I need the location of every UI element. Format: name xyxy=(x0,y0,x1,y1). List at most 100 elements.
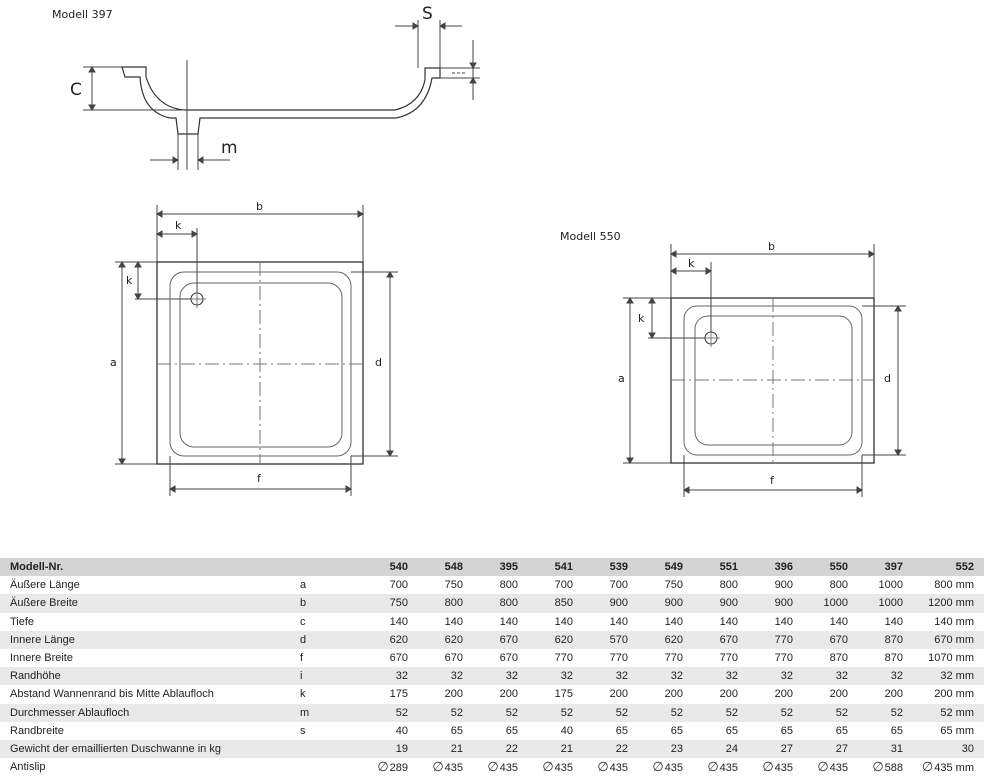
row-label: Randhöhe xyxy=(10,670,61,683)
cell-value: 850 xyxy=(554,597,573,610)
table-cell: 19 xyxy=(340,740,412,758)
dim-label-k-left-vertical: k xyxy=(126,274,133,287)
table-cell: 52 xyxy=(687,704,742,722)
cell-value: 435 xyxy=(554,762,573,775)
table-cell: 32 xyxy=(687,667,742,685)
table-cell: 32 xyxy=(412,667,467,685)
cell-value: 670 xyxy=(829,633,848,646)
cell-value: 65 xyxy=(835,724,848,737)
cell-value: 52 mm xyxy=(940,706,974,719)
cell-value: 140 mm xyxy=(934,615,974,628)
table-cell: 140 xyxy=(522,613,577,631)
cell-value: 770 xyxy=(774,652,793,665)
dim-label-c: C xyxy=(70,80,82,100)
cell-value: 32 xyxy=(505,670,518,683)
cell-value: 750 xyxy=(664,579,683,592)
cell-value: 800 xyxy=(444,597,463,610)
table-cell: 670 xyxy=(340,649,412,667)
table-cell: 65 xyxy=(632,722,687,740)
cell-value: 750 xyxy=(389,597,408,610)
table-cell: ∅435 xyxy=(632,758,687,776)
cell-value: 435 xyxy=(719,762,738,775)
cell-value: 870 xyxy=(829,652,848,665)
cell-value: 140 xyxy=(774,615,793,628)
table-cell: 620 xyxy=(412,631,467,649)
row-symbol: d xyxy=(300,633,307,646)
model-397-label: Modell 397 xyxy=(52,8,113,21)
table-cell: 65 xyxy=(412,722,467,740)
cell-value: 24 xyxy=(725,742,738,755)
table-cell: 32 xyxy=(797,667,852,685)
row-symbol: b xyxy=(300,597,307,610)
cell-value: 19 xyxy=(395,742,408,755)
table-cell: 140 xyxy=(632,613,687,631)
dim-label-b-left: b xyxy=(256,200,263,213)
cell-value: 32 xyxy=(615,670,628,683)
header-model-0: 540 xyxy=(389,561,408,574)
cell-value: 27 xyxy=(780,742,793,755)
table-cell: 1200 mm xyxy=(907,594,984,612)
cell-value: 200 xyxy=(829,688,848,701)
table-cell: 1000 xyxy=(852,594,907,612)
cell-value: 435 xyxy=(609,762,628,775)
row-symbol: f xyxy=(300,652,304,665)
cell-value: 200 xyxy=(719,688,738,701)
header-model-8: 550 xyxy=(829,561,848,574)
cell-value: 32 xyxy=(450,670,463,683)
header-model-7: 396 xyxy=(774,561,793,574)
table-cell: 670 xyxy=(467,631,522,649)
table-cell: 52 xyxy=(522,704,577,722)
row-symbol xyxy=(300,758,340,776)
table-cell: ∅435 mm xyxy=(907,758,984,776)
row-label: Äußere Länge xyxy=(10,579,80,592)
cell-value: 140 xyxy=(719,615,738,628)
cell-value: 32 xyxy=(890,670,903,683)
cell-value: 22 xyxy=(615,742,628,755)
cell-value: 65 xyxy=(615,724,628,737)
diameter-icon: ∅ xyxy=(597,759,609,775)
cell-value: 800 xyxy=(719,579,738,592)
table-cell: 140 xyxy=(412,613,467,631)
cell-value: 32 xyxy=(670,670,683,683)
table-cell: 175 xyxy=(340,685,412,703)
cell-value: 21 xyxy=(450,742,463,755)
cell-value: 200 xyxy=(884,688,903,701)
diameter-icon: ∅ xyxy=(921,759,934,775)
table-cell: 900 xyxy=(687,594,742,612)
table-cell: 800 xyxy=(412,594,467,612)
table-cell: 570 xyxy=(577,631,632,649)
cell-value: 32 mm xyxy=(940,670,974,683)
diameter-icon: ∅ xyxy=(432,759,444,775)
plan-view-left xyxy=(115,205,398,496)
table-cell: 200 xyxy=(852,685,907,703)
cell-value: 1200 mm xyxy=(928,597,974,610)
dim-label-a-right: a xyxy=(618,372,625,385)
table-cell: 700 xyxy=(577,576,632,594)
table-cell: 200 xyxy=(577,685,632,703)
table-cell: 52 xyxy=(742,704,797,722)
row-symbol xyxy=(300,740,340,758)
cell-value: 200 xyxy=(664,688,683,701)
dim-label-m: m xyxy=(221,138,238,158)
row-label: Innere Länge xyxy=(10,633,75,646)
table-cell: 65 xyxy=(687,722,742,740)
table-cell: ∅435 xyxy=(742,758,797,776)
cell-value: 52 xyxy=(615,706,628,719)
cell-value: 65 xyxy=(780,724,793,737)
cell-value: 435 xyxy=(499,762,518,775)
table-cell: 65 xyxy=(852,722,907,740)
diameter-icon: ∅ xyxy=(762,759,774,775)
cell-value: 870 xyxy=(884,652,903,665)
cell-value: 620 xyxy=(389,633,408,646)
table-cell: ∅435 xyxy=(467,758,522,776)
cell-value: 140 xyxy=(609,615,628,628)
table-cell: 770 xyxy=(687,649,742,667)
table-cell: 140 xyxy=(852,613,907,631)
diameter-icon: ∅ xyxy=(487,759,499,775)
